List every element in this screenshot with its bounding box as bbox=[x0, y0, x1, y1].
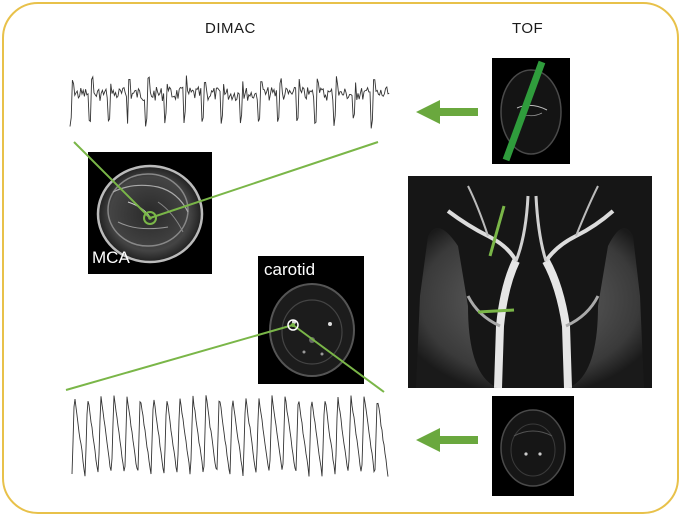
carotid-label: carotid bbox=[264, 260, 316, 279]
figure-frame bbox=[2, 2, 679, 514]
tof-top-axial-image bbox=[492, 58, 570, 164]
tof-mip-angiogram bbox=[408, 176, 652, 388]
dimac-column-title: DIMAC bbox=[205, 20, 256, 37]
mca-sagittal-image: MCA bbox=[88, 152, 212, 274]
tof-bottom-axial-image bbox=[492, 396, 574, 496]
mca-label: MCA bbox=[92, 248, 130, 267]
carotid-axial-image: carotid bbox=[258, 256, 364, 384]
tof-column-title: TOF bbox=[512, 20, 544, 37]
